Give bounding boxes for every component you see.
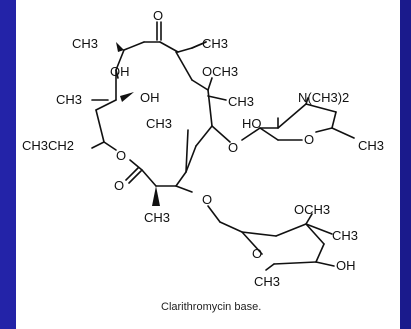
- label-nme2: N(CH3)2: [298, 90, 349, 105]
- label-o: O: [202, 192, 212, 207]
- atom-labels: CH3 O CH3 OH OCH3 CH3 OH CH3 N(CH3)2 CH3…: [22, 8, 384, 289]
- figure-caption: Clarithromycin base.: [161, 301, 262, 313]
- label-ch3: CH3: [254, 274, 280, 289]
- wedge-bond: [116, 42, 124, 52]
- label-oh: OH: [110, 64, 130, 79]
- label-ch3: CH3: [202, 36, 228, 51]
- label-o: O: [153, 8, 163, 23]
- clarithromycin-structure: CH3 O CH3 OH OCH3 CH3 OH CH3 N(CH3)2 CH3…: [22, 8, 384, 289]
- label-ch3: CH3: [332, 228, 358, 243]
- wedge-bond: [152, 186, 160, 206]
- structure-card: CH3 O CH3 OH OCH3 CH3 OH CH3 N(CH3)2 CH3…: [16, 0, 400, 329]
- label-ch3ch2: CH3CH2: [22, 138, 74, 153]
- label-ch3: CH3: [146, 116, 172, 131]
- label-o: O: [252, 246, 262, 261]
- label-oh: OH: [336, 258, 356, 273]
- label-och3: OCH3: [294, 202, 330, 217]
- label-o: O: [116, 148, 126, 163]
- label-o: O: [304, 132, 314, 147]
- label-ch3: CH3: [56, 92, 82, 107]
- wedge-bond: [120, 92, 134, 102]
- label-ch3: CH3: [144, 210, 170, 225]
- label-ch3: CH3: [72, 36, 98, 51]
- desosamine-ring: [241, 97, 355, 141]
- label-ho: HO: [242, 116, 262, 131]
- label-oh: OH: [140, 90, 160, 105]
- label-ch3: CH3: [228, 94, 254, 109]
- label-o: O: [114, 178, 124, 193]
- cladinose-ring: [207, 205, 335, 271]
- label-ch3: CH3: [358, 138, 384, 153]
- label-o: O: [228, 140, 238, 155]
- substituent-bonds: [91, 41, 231, 206]
- label-och3: OCH3: [202, 64, 238, 79]
